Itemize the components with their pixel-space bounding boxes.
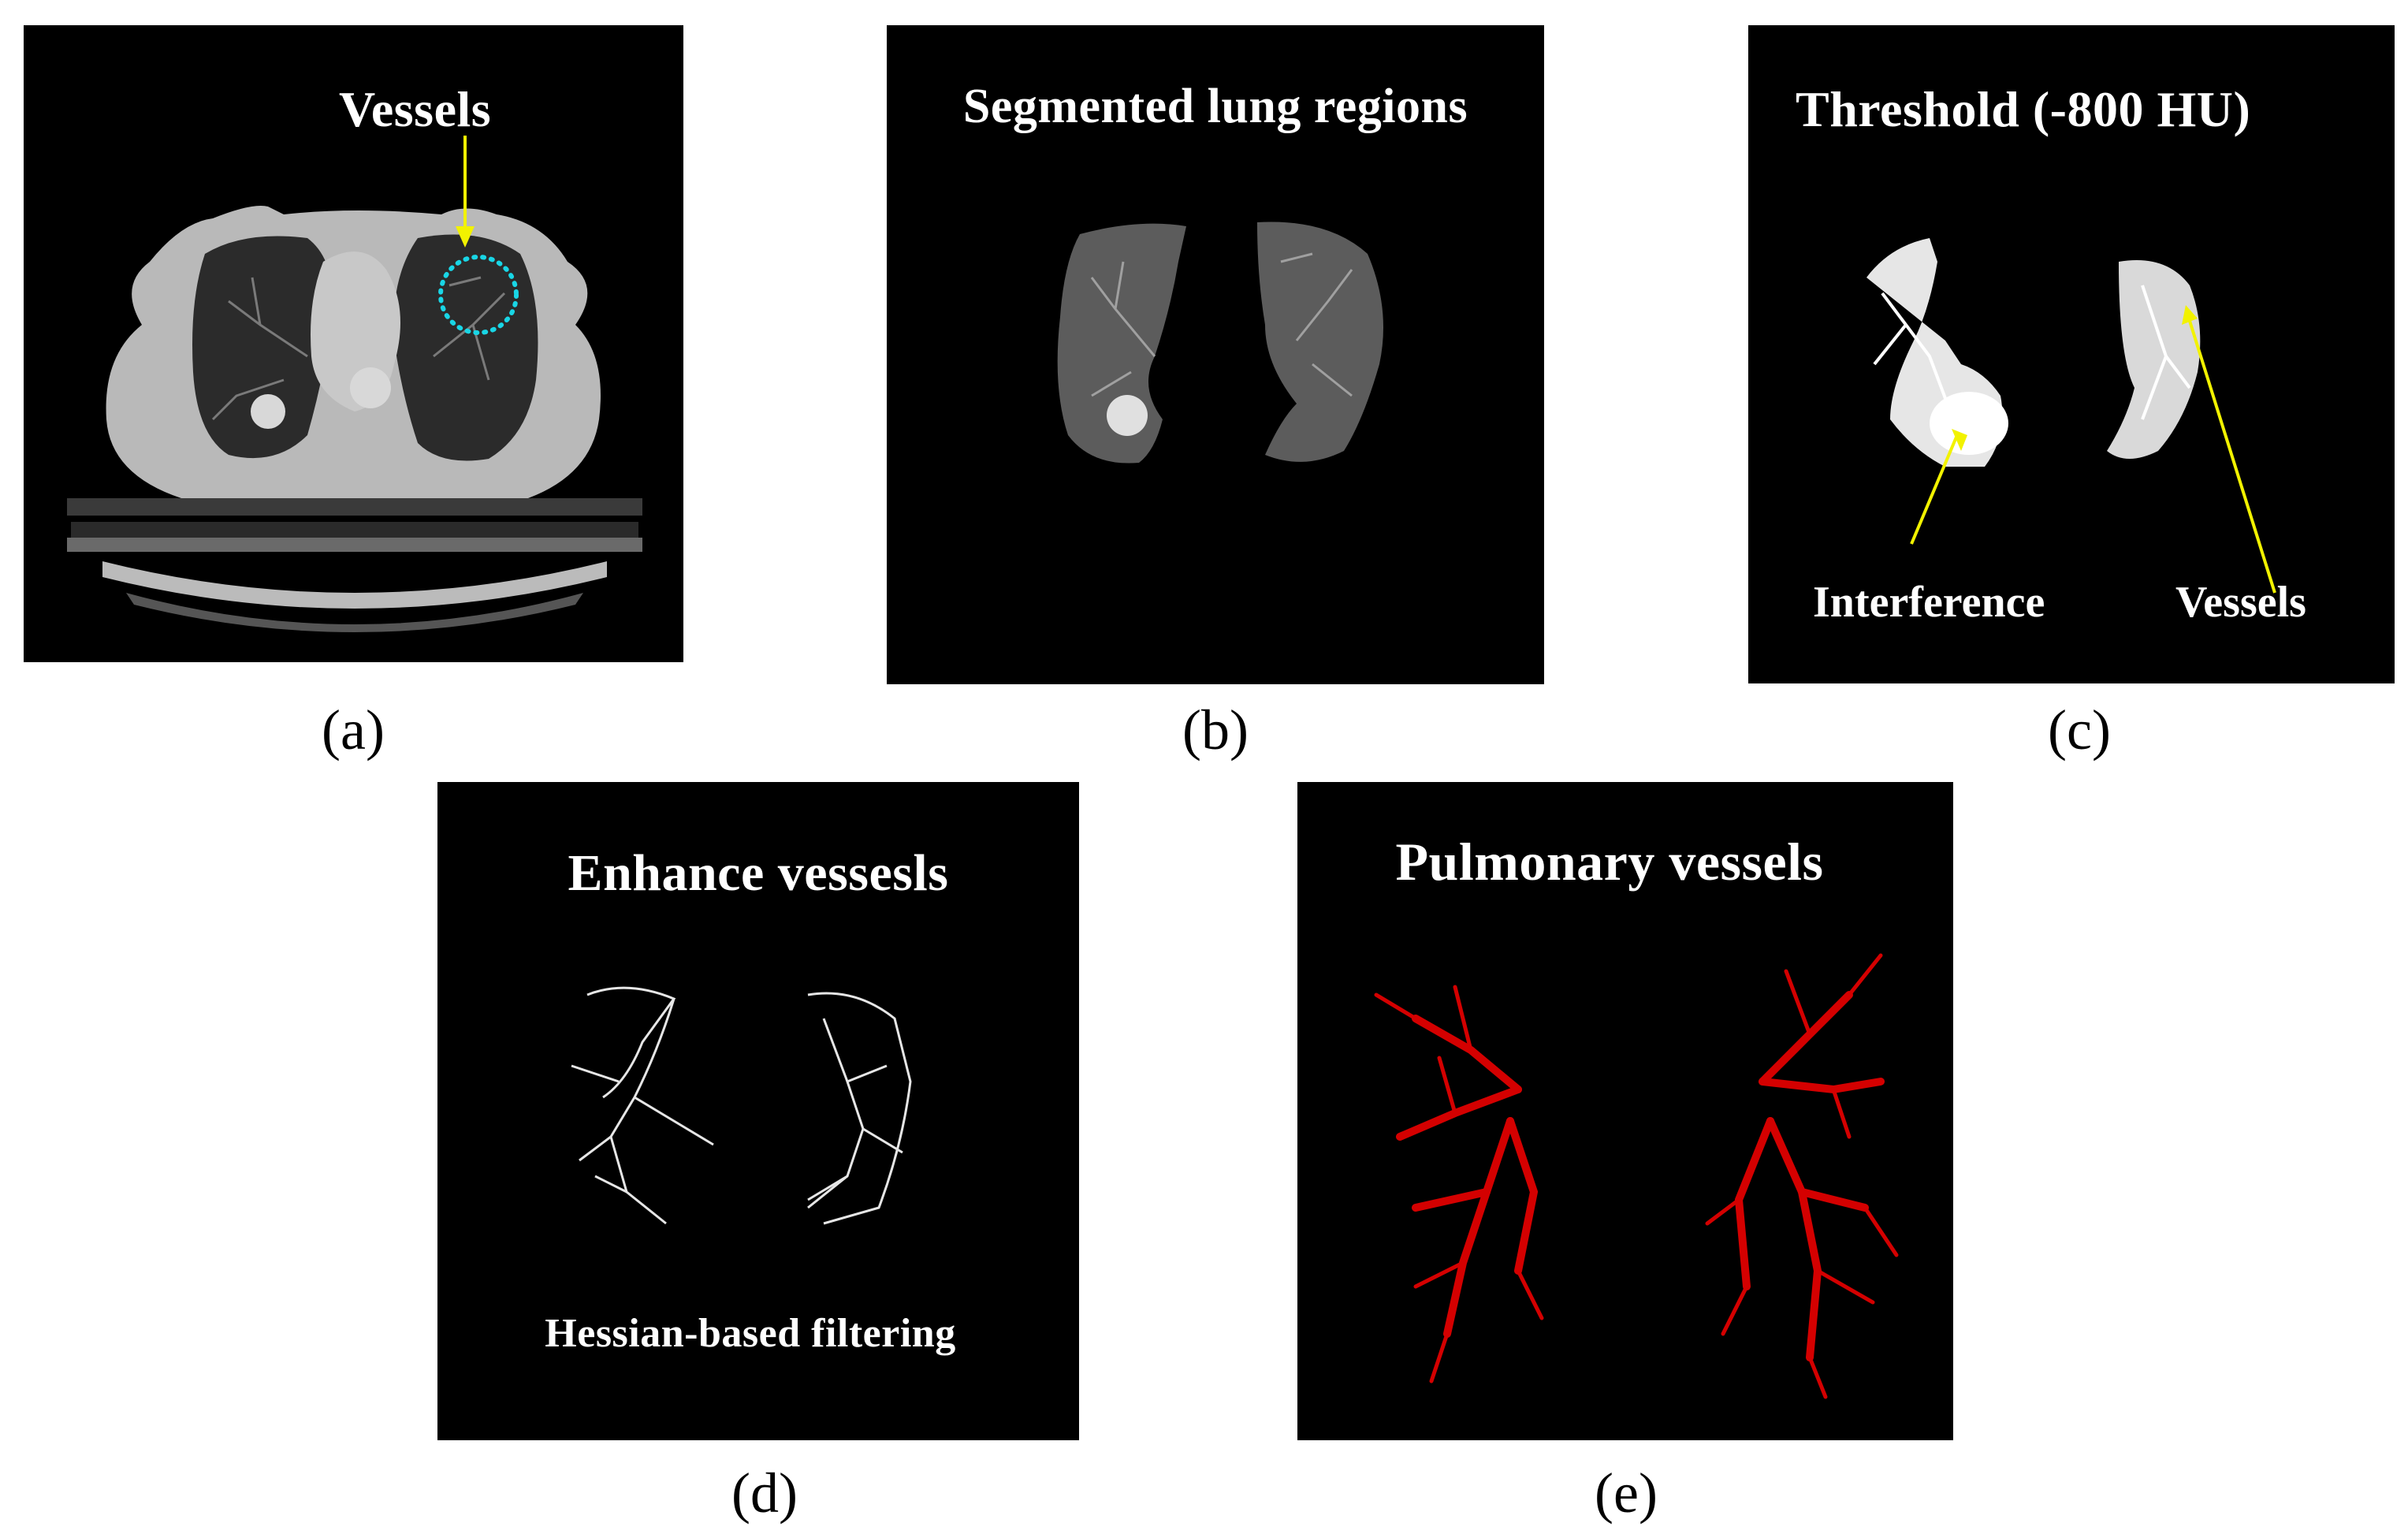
panel-a-title: Vessels xyxy=(339,81,492,137)
pulmonary-vessels-3d-image xyxy=(1374,953,1899,1399)
panel-d-caption: (d) xyxy=(731,1462,798,1525)
panel-b-title: Segmented lung regions xyxy=(962,80,1468,133)
panel-a-ct-slice: Vessels xyxy=(24,25,683,662)
panel-b-segmented-lungs: Segmented lung regions xyxy=(887,25,1544,684)
panel-b-caption: (b) xyxy=(1182,698,1249,762)
panel-e-title: Pulmonary vessels xyxy=(1395,832,1824,892)
ct-slice-image xyxy=(67,136,642,632)
threshold-image xyxy=(1866,238,2276,594)
panel-c-caption: (c) xyxy=(2048,698,2111,762)
panel-c-threshold: Threshold (-800 HU) Interference Vessels xyxy=(1748,25,2395,683)
panel-a-caption: (a) xyxy=(322,698,385,762)
panel-c-label-interference: Interference xyxy=(1813,578,2045,627)
enhanced-vessels-image xyxy=(571,986,912,1225)
panel-c-title: Threshold (-800 HU) xyxy=(1796,81,2251,137)
panel-c-label-vessels: Vessels xyxy=(2175,578,2306,627)
panel-e-caption: (e) xyxy=(1595,1462,1658,1525)
panel-d-enhance: Enhance vessesls Hessian-based filtering xyxy=(437,782,1079,1440)
panel-d-title: Enhance vessesls xyxy=(568,844,949,902)
segmented-lung-image xyxy=(1057,222,1383,464)
panel-e-pulmonary-vessels: Pulmonary vessels xyxy=(1297,782,1953,1440)
panel-d-subtitle: Hessian-based filtering xyxy=(545,1311,956,1356)
